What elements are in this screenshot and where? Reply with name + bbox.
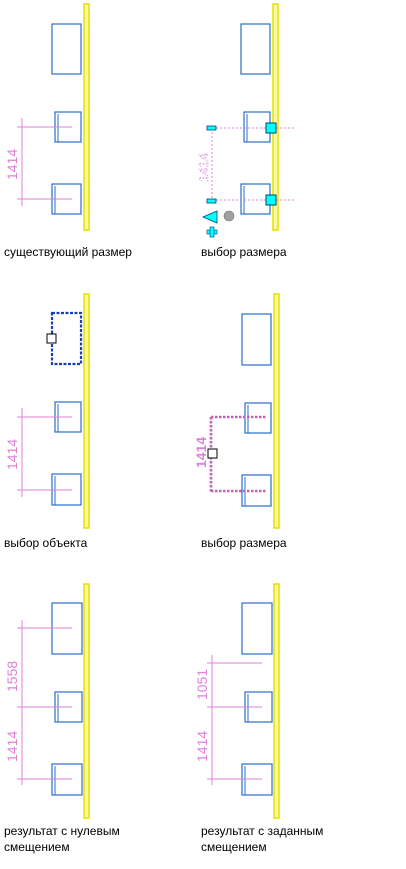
window-top <box>241 602 273 655</box>
grip-dimension[interactable] <box>207 448 218 459</box>
dimension-1414-selected[interactable] <box>211 127 296 201</box>
dimension-text-upper: 1558 <box>4 661 20 692</box>
wall <box>83 293 90 529</box>
grip-square-bottom[interactable] <box>265 194 277 206</box>
panel-5: 1558 1414 результат с нулевым смещением <box>4 583 120 854</box>
panel-caption: выбор размера <box>201 245 287 259</box>
panel-caption: выбор размера <box>201 536 287 550</box>
dimension-text-lower: 1414 <box>4 731 20 762</box>
dimension-chain[interactable] <box>17 620 72 785</box>
window-top <box>240 23 271 75</box>
panel-6: 1051 1414 результат с заданным смещением <box>194 583 324 854</box>
dimension-text: 1414 <box>4 439 20 470</box>
wall <box>83 583 90 819</box>
window-top-selected[interactable] <box>50 311 83 366</box>
dimension-text: 1414 <box>193 437 209 468</box>
window-bottom <box>240 183 271 215</box>
window-middle <box>244 402 272 434</box>
grip-triangle[interactable] <box>201 210 218 224</box>
dimension-text: 1414 <box>4 149 20 180</box>
panel-1: 1414 существующий размер <box>4 3 132 259</box>
panel-4: 1414 выбор размера <box>193 293 287 550</box>
dimension-text-lower: 1414 <box>194 731 210 762</box>
wall <box>273 293 280 529</box>
grip-plus[interactable] <box>206 226 218 238</box>
dimension-1414[interactable] <box>17 408 72 497</box>
panel-caption: результат с заданным смещением <box>201 824 324 854</box>
dimension-chain[interactable] <box>207 655 262 785</box>
wall <box>273 583 280 819</box>
wall <box>272 3 279 231</box>
grip-minus-bottom[interactable] <box>206 198 217 204</box>
panel-caption: существующий размер <box>4 245 132 259</box>
panel-caption: выбор объекта <box>4 536 88 550</box>
grip-square-top[interactable] <box>265 122 277 134</box>
grip-minus-top[interactable] <box>206 125 217 131</box>
window-top <box>51 23 82 75</box>
grip-circle[interactable] <box>223 210 235 222</box>
dimension-text: 1414 <box>196 153 211 182</box>
panel-3: 1414 выбор объекта <box>4 293 90 550</box>
panel-2: 1414 выбор размера <box>196 3 296 259</box>
dimension-text-upper: 1051 <box>194 669 210 700</box>
grip-object[interactable] <box>46 333 57 344</box>
wall <box>83 3 90 231</box>
dimension-1414[interactable] <box>17 118 72 206</box>
window-top <box>241 313 272 366</box>
window-bottom <box>241 474 272 507</box>
panel-caption: результат с нулевым смещением <box>4 824 120 854</box>
